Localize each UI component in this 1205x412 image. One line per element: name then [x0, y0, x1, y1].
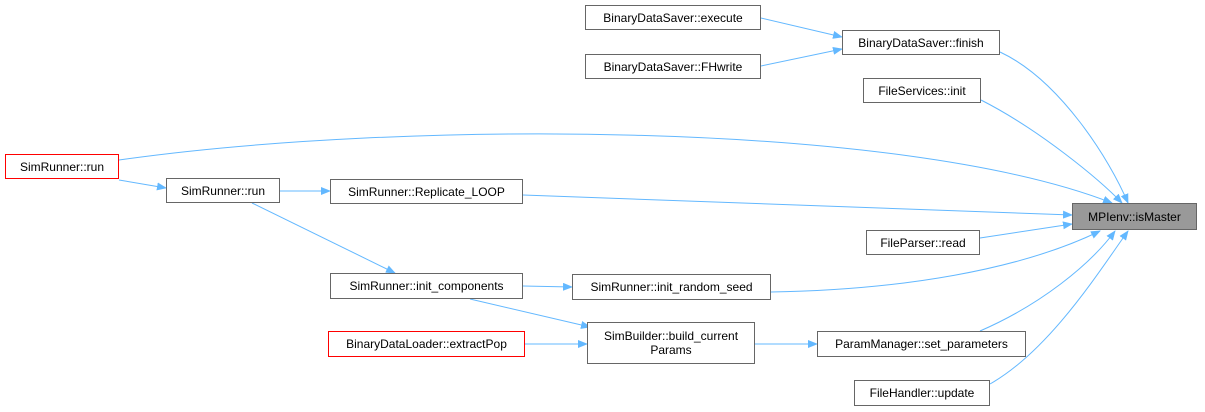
- node-label: BinaryDataSaver::execute: [603, 10, 743, 25]
- node-simrunner-init-components[interactable]: SimRunner::init_components: [330, 273, 523, 299]
- node-label: SimRunner::run: [19, 159, 105, 174]
- node-label: SimRunner::init_components: [349, 279, 504, 293]
- node-simbuilder-build-current-params[interactable]: SimBuilder::build_current Params: [587, 322, 755, 364]
- edge-fp-read-to-mpi-ismaster: [979, 221, 1073, 239]
- node-simrunner-run-entry[interactable]: SimRunner::run: [5, 154, 119, 179]
- node-label: BinaryDataSaver::finish: [858, 35, 984, 50]
- node-fileservices-init[interactable]: FileServices::init: [863, 78, 981, 103]
- node-label: SimRunner::Replicate_LOOP: [348, 184, 505, 199]
- node-label: BinaryDataLoader::extractPop: [346, 337, 507, 351]
- edge-sr-run-entry-to-mpi-ismaster: [118, 133, 1113, 204]
- edge-bds-fhwrite-to-bds-finish: [760, 46, 843, 67]
- node-parammanager-set-parameters[interactable]: ParamManager::set_parameters: [817, 331, 1026, 357]
- node-label: SimRunner::init_random_seed: [590, 280, 753, 294]
- node-label: ParamManager::set_parameters: [835, 337, 1008, 351]
- node-label: FileParser::read: [880, 235, 966, 250]
- node-label: FileServices::init: [878, 83, 966, 98]
- edge-sr-init-seed-to-mpi-ismaster: [770, 230, 1101, 293]
- node-fileparser-read[interactable]: FileParser::read: [866, 230, 980, 255]
- node-binarydataloader-extractpop[interactable]: BinaryDataLoader::extractPop: [328, 331, 525, 357]
- edge-sr-run-entry-to-sr-run: [118, 179, 167, 191]
- edge-bds-finish-to-mpi-ismaster: [999, 51, 1129, 204]
- edge-pm-set-to-mpi-ismaster: [979, 230, 1116, 332]
- edge-sr-init-components-to-sr-init-seed: [522, 282, 573, 291]
- node-label: BinaryDataSaver::FHwrite: [603, 59, 743, 74]
- node-label: SimRunner::run: [180, 183, 266, 198]
- edge-sr-run-to-sr-init-components: [251, 202, 396, 274]
- edge-bds-execute-to-bds-finish: [760, 17, 843, 39]
- node-binarydatasaver-execute[interactable]: BinaryDataSaver::execute: [585, 5, 761, 30]
- edge-fs-init-to-mpi-ismaster: [980, 99, 1123, 204]
- node-label: FileHandler::update: [869, 386, 975, 400]
- node-simrunner-init-random-seed[interactable]: SimRunner::init_random_seed: [572, 274, 771, 300]
- edge-sr-replicate-to-mpi-ismaster: [522, 194, 1073, 219]
- node-simrunner-replicate-loop[interactable]: SimRunner::Replicate_LOOP: [330, 179, 523, 204]
- node-label: SimBuilder::build_current Params: [603, 329, 739, 357]
- node-binarydatasaver-finish[interactable]: BinaryDataSaver::finish: [842, 30, 1000, 55]
- node-mpienv-ismaster: MPIenv::isMaster: [1072, 203, 1197, 230]
- node-filehandler-update[interactable]: FileHandler::update: [854, 380, 990, 406]
- edge-fh-update-to-mpi-ismaster: [989, 230, 1129, 385]
- node-simrunner-run[interactable]: SimRunner::run: [166, 178, 280, 203]
- node-binarydatasaver-fhwrite[interactable]: BinaryDataSaver::FHwrite: [585, 54, 761, 79]
- node-label: MPIenv::isMaster: [1088, 209, 1181, 224]
- edge-sr-init-components-to-sb-build: [469, 298, 591, 329]
